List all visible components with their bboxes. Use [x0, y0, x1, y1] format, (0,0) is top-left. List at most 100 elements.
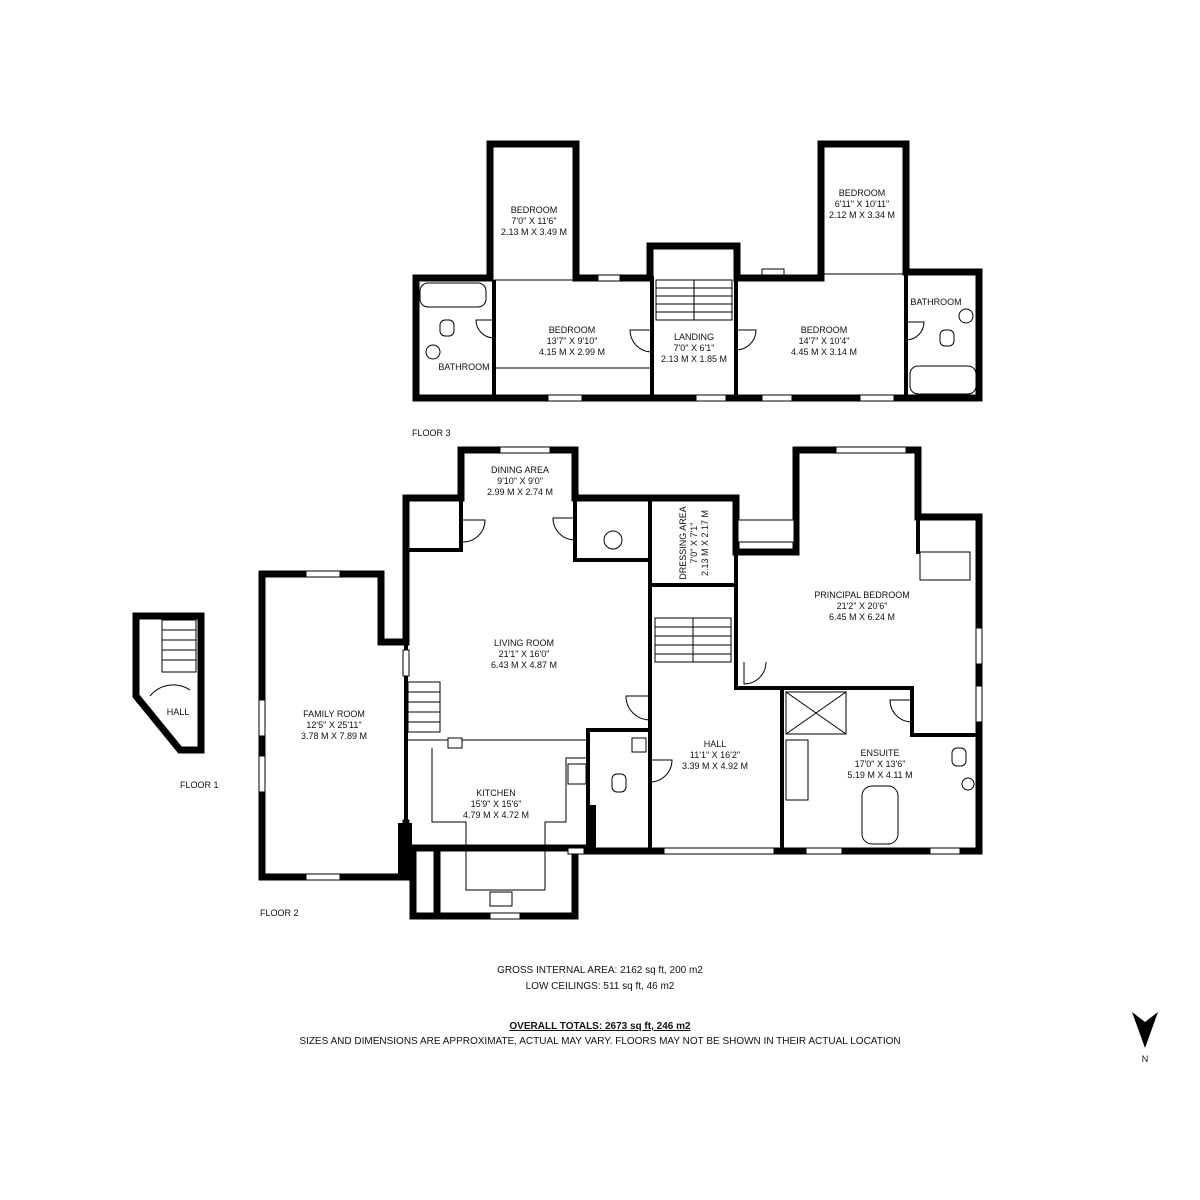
door [625, 695, 651, 721]
room-dim-imperial: 15'9" X 15'6" [471, 799, 522, 809]
door [743, 661, 767, 685]
window [489, 912, 521, 920]
room-dim-metric: 2.13 M X 1.85 M [661, 354, 727, 364]
wall-block [398, 823, 412, 877]
room-label: PRINCIPAL BEDROOM 21'2" X 20'6" 6.45 M X… [814, 590, 910, 622]
floor-3-outer-wall [412, 140, 983, 402]
door [149, 684, 191, 697]
window [567, 847, 585, 855]
room-name: PRINCIPAL BEDROOM [814, 590, 910, 600]
room-name: LIVING ROOM [494, 638, 554, 648]
floor-3-plan [412, 140, 983, 402]
door [475, 319, 495, 339]
compass-label: N [1141, 1054, 1149, 1064]
cooker [567, 763, 587, 785]
room-name: HALL [704, 739, 727, 749]
sink [425, 344, 441, 360]
vanity [785, 739, 809, 801]
room-dim-metric: 2.13 M X 3.49 M [501, 227, 567, 237]
window [761, 268, 785, 276]
door [905, 321, 925, 341]
room-label: BEDROOM 7'0" X 11'6" 2.13 M X 3.49 M [501, 205, 567, 237]
toilet [939, 329, 955, 347]
kitchen-counter [431, 748, 588, 891]
window [305, 873, 341, 881]
room-name: BEDROOM [801, 325, 848, 335]
room-label: BEDROOM 13'7" X 9'10" 4.15 M X 2.99 M [539, 325, 605, 357]
room-dim-imperial: 6'11" X 10'11" [835, 199, 890, 209]
north-compass: N [1128, 1008, 1162, 1068]
window [929, 847, 961, 855]
room-name: HALL [167, 707, 190, 717]
toilet [439, 319, 455, 337]
room-name: LANDING [674, 332, 714, 342]
room-dim-imperial: 7'0" X 11'6" [511, 216, 556, 226]
room-label: ENSUITE 17'0" X 13'6" 5.19 M X 4.11 M [847, 748, 912, 780]
room-dim-metric: 4.45 M X 3.14 M [791, 347, 857, 357]
window [975, 685, 983, 723]
door [649, 759, 673, 783]
window [499, 446, 551, 454]
room-dim-metric: 5.19 M X 4.11 M [847, 770, 912, 780]
disclaimer-text: SIZES AND DIMENSIONS ARE APPROXIMATE, AC… [299, 1036, 901, 1047]
room-dim-imperial: 12'5" X 25'11" [306, 720, 361, 730]
bathtub [419, 282, 487, 308]
floor-label: FLOOR 2 [260, 908, 299, 918]
room-label: BEDROOM 14'7" X 10'4" 4.45 M X 3.14 M [791, 325, 857, 357]
floor-2-stairs [654, 617, 732, 663]
room-dim-metric: 3.78 M X 7.89 M [301, 731, 367, 741]
room-dim-metric: 2.99 M X 2.74 M [487, 487, 553, 497]
bathtub [861, 785, 899, 845]
room-dim-metric: 3.39 M X 4.92 M [682, 761, 748, 771]
floor-3-stairs [655, 279, 733, 321]
room-dim-metric: 6.43 M X 4.87 M [491, 660, 557, 670]
window [597, 274, 621, 282]
door [462, 519, 486, 543]
door [889, 699, 913, 723]
north-arrow-icon [1132, 1012, 1158, 1048]
door [735, 329, 757, 351]
window [761, 394, 793, 402]
overall-totals-text: OVERALL TOTALS: 2673 sq ft, 246 m2 [509, 1021, 691, 1032]
sink [958, 308, 974, 324]
room-name: BEDROOM [839, 188, 886, 198]
floor-2-plan [258, 446, 983, 920]
room-dim-metric: 6.45 M X 6.24 M [829, 612, 895, 622]
window [547, 394, 583, 402]
room-label: DINING AREA 9'10" X 9'0" 2.99 M X 2.74 M [487, 465, 553, 497]
room-name: DRESSING AREA [678, 506, 688, 580]
floor-1-plan [132, 612, 205, 754]
sink [961, 777, 975, 791]
room-dim-imperial: 21'1" X 16'0" [499, 649, 550, 659]
kitchen-sink [489, 891, 513, 907]
room-dim-metric: 4.79 M X 4.72 M [463, 810, 529, 820]
room-name: BATHROOM [910, 297, 961, 307]
room-dim-imperial: 13'7" X 9'10" [547, 336, 598, 346]
room-dim-imperial: 9'10" X 9'0" [497, 476, 543, 486]
window [258, 699, 266, 737]
wardrobe [737, 519, 795, 543]
gross-area-text: GROSS INTERNAL AREA: 2162 sq ft, 200 m2 [497, 965, 703, 976]
room-label: LANDING 7'0" X 6'1" 2.13 M X 1.85 M [661, 332, 727, 364]
door [629, 329, 653, 353]
floor-2-outer-wall [409, 446, 983, 920]
room-name: BEDROOM [511, 205, 558, 215]
wardrobe [919, 551, 971, 581]
floor-label: FLOOR 3 [412, 428, 451, 438]
room-name: BATHROOM [438, 362, 489, 372]
room-label: KITCHEN 15'9" X 15'6" 4.79 M X 4.72 M [463, 788, 529, 820]
room-dim-imperial: 7'0" X 7'1" [689, 523, 699, 564]
room-label: DRESSING AREA 7'0" X 7'1" 2.13 M X 2.17 … [678, 506, 710, 580]
window [835, 446, 907, 454]
room-dim-metric: 4.15 M X 2.99 M [539, 347, 605, 357]
room-name: BEDROOM [549, 325, 596, 335]
fridge [447, 737, 463, 749]
room-dim-imperial: 17'0" X 13'6" [855, 759, 906, 769]
window [859, 394, 895, 402]
room-dim-imperial: 21'2" X 20'6" [837, 601, 888, 611]
room-dim-imperial: 14'7" X 10'4" [799, 336, 850, 346]
floor-label: FLOOR 1 [180, 780, 219, 790]
toilet [951, 747, 967, 767]
floor-1-outer-wall [132, 612, 205, 754]
